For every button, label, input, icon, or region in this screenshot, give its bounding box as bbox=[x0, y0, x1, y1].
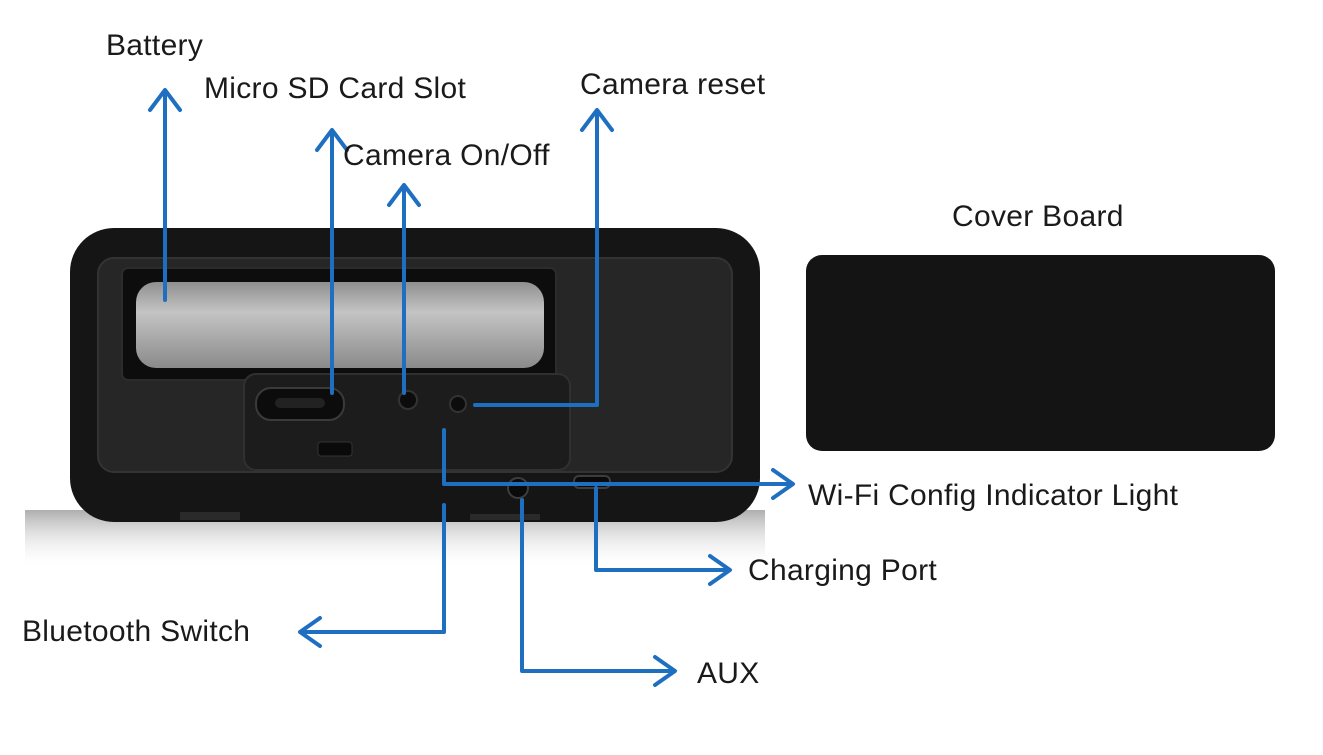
arrowhead-bluetooth-switch bbox=[298, 616, 322, 648]
label-micro-sd-card-slot: Micro SD Card Slot bbox=[204, 72, 467, 105]
label-aux: AUX bbox=[697, 657, 760, 690]
arrowhead-aux bbox=[653, 655, 677, 687]
label-camera-on-off: Camera On/Off bbox=[343, 139, 550, 172]
label-charging-port: Charging Port bbox=[748, 554, 937, 587]
device-body bbox=[25, 228, 765, 570]
label-battery: Battery bbox=[106, 29, 204, 62]
label-cover-board: Cover Board bbox=[952, 200, 1124, 233]
battery-cell bbox=[136, 282, 544, 368]
cover-board-panel bbox=[806, 255, 1275, 451]
arrowhead-camera-onoff bbox=[387, 183, 421, 207]
arrowhead-battery bbox=[148, 88, 182, 112]
arrow-camera-reset bbox=[473, 111, 599, 407]
arrow-aux bbox=[520, 498, 674, 673]
arrow-bluetooth-switch bbox=[301, 503, 446, 634]
label-camera-reset: Camera reset bbox=[580, 68, 766, 101]
arrowhead-wifi-light bbox=[771, 468, 795, 500]
leader-arrows bbox=[148, 88, 795, 687]
label-bluetooth-switch: Bluetooth Switch bbox=[22, 615, 251, 648]
label-wifi-config-indicator-light: Wi-Fi Config Indicator Light bbox=[808, 479, 1179, 512]
arrowhead-camera-reset bbox=[580, 108, 614, 132]
arrowhead-charging-port bbox=[708, 554, 732, 586]
arrowhead-micro-sd bbox=[315, 128, 349, 152]
arrow-wifi-light bbox=[442, 428, 792, 486]
arrow-charging-port bbox=[594, 486, 729, 572]
